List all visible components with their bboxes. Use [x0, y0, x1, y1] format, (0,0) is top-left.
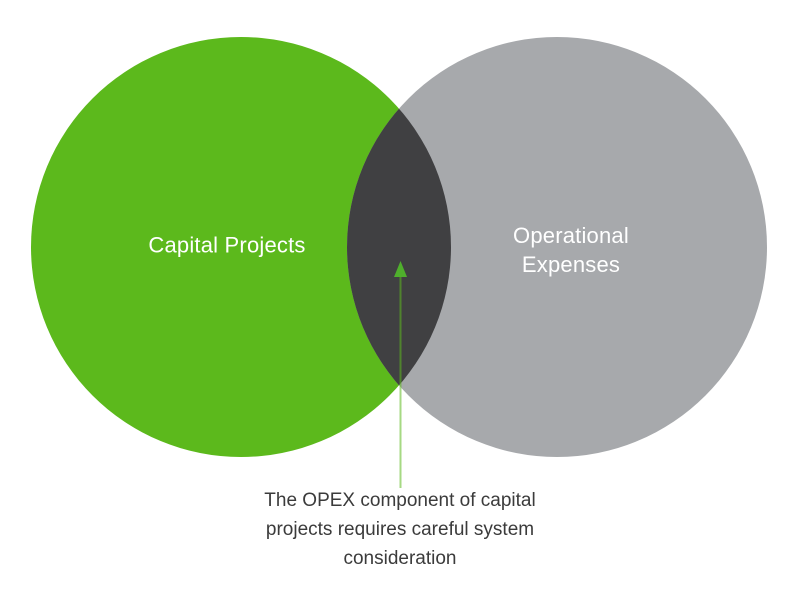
operational-expenses-circle: [347, 37, 767, 457]
capital-projects-circle: [31, 37, 451, 457]
caption-line-3: consideration: [343, 548, 457, 569]
annotation-arrow-head-icon: [394, 261, 407, 277]
operational-expenses-label: Operational Expenses: [513, 223, 629, 277]
capital-projects-label: Capital Projects: [148, 232, 306, 258]
caption-line-2: projects requires careful system: [265, 519, 535, 540]
caption-text: The OPEX component of capital projects r…: [264, 486, 535, 573]
caption-line-1: The OPEX component of capital: [264, 490, 536, 511]
